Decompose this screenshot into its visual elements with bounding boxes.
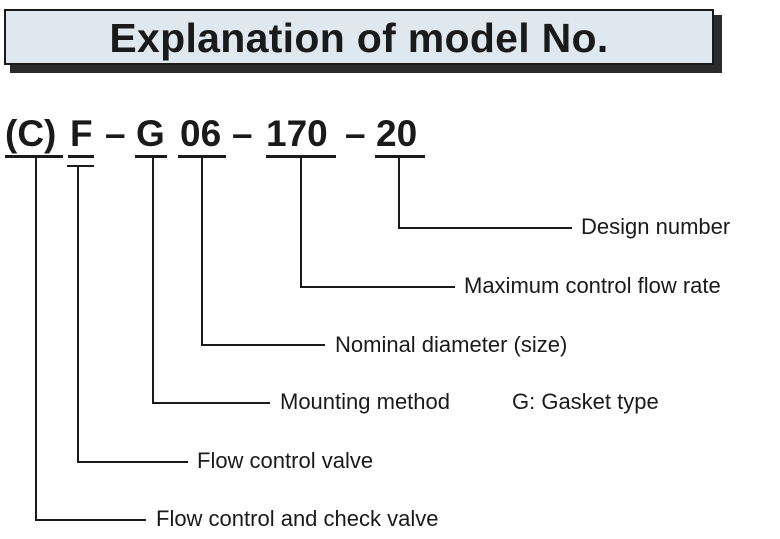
- underline-mounting: [135, 155, 167, 158]
- leader-mounting-method: [152, 158, 270, 404]
- label-mounting-method: Mounting method: [280, 389, 450, 414]
- code-dash: –: [105, 113, 126, 154]
- page-title: Explanation of model No.: [109, 15, 609, 61]
- label-max-flow-rate: Maximum control flow rate: [464, 273, 721, 298]
- code-dash: –: [232, 113, 253, 154]
- code-mounting-segment: G: [136, 113, 165, 154]
- label-flow-control-valve: Flow control valve: [197, 448, 374, 473]
- label-gasket-type: G: Gasket type: [512, 389, 659, 414]
- code-check-valve-segment: (C): [5, 113, 57, 154]
- label-nominal-diameter: Nominal diameter (size): [335, 332, 568, 357]
- underline-flow: [266, 155, 336, 158]
- title-box: Explanation of model No.: [4, 9, 714, 65]
- underline-design: [375, 155, 425, 158]
- code-flow-segment: 170: [266, 113, 328, 154]
- code-design-segment: 20: [376, 113, 418, 154]
- code-size-segment: 06: [180, 113, 222, 154]
- leader-nominal-diameter: [201, 158, 325, 346]
- label-flow-control-check-valve: Flow control and check valve: [156, 506, 439, 531]
- underline-check-valve: [5, 155, 63, 158]
- underline-size: [178, 155, 226, 158]
- code-valve-type-segment: F: [70, 113, 93, 154]
- code-dash: –: [345, 113, 366, 154]
- label-design-number: Design number: [581, 214, 731, 239]
- underline-valve-type: [68, 155, 94, 158]
- leader-flow-check-valve: [35, 158, 146, 521]
- underline-valve-type-lower: [67, 165, 94, 167]
- leader-flow-control-valve: [77, 167, 188, 463]
- leader-max-flow: [300, 158, 455, 288]
- leader-design-number: [398, 158, 572, 229]
